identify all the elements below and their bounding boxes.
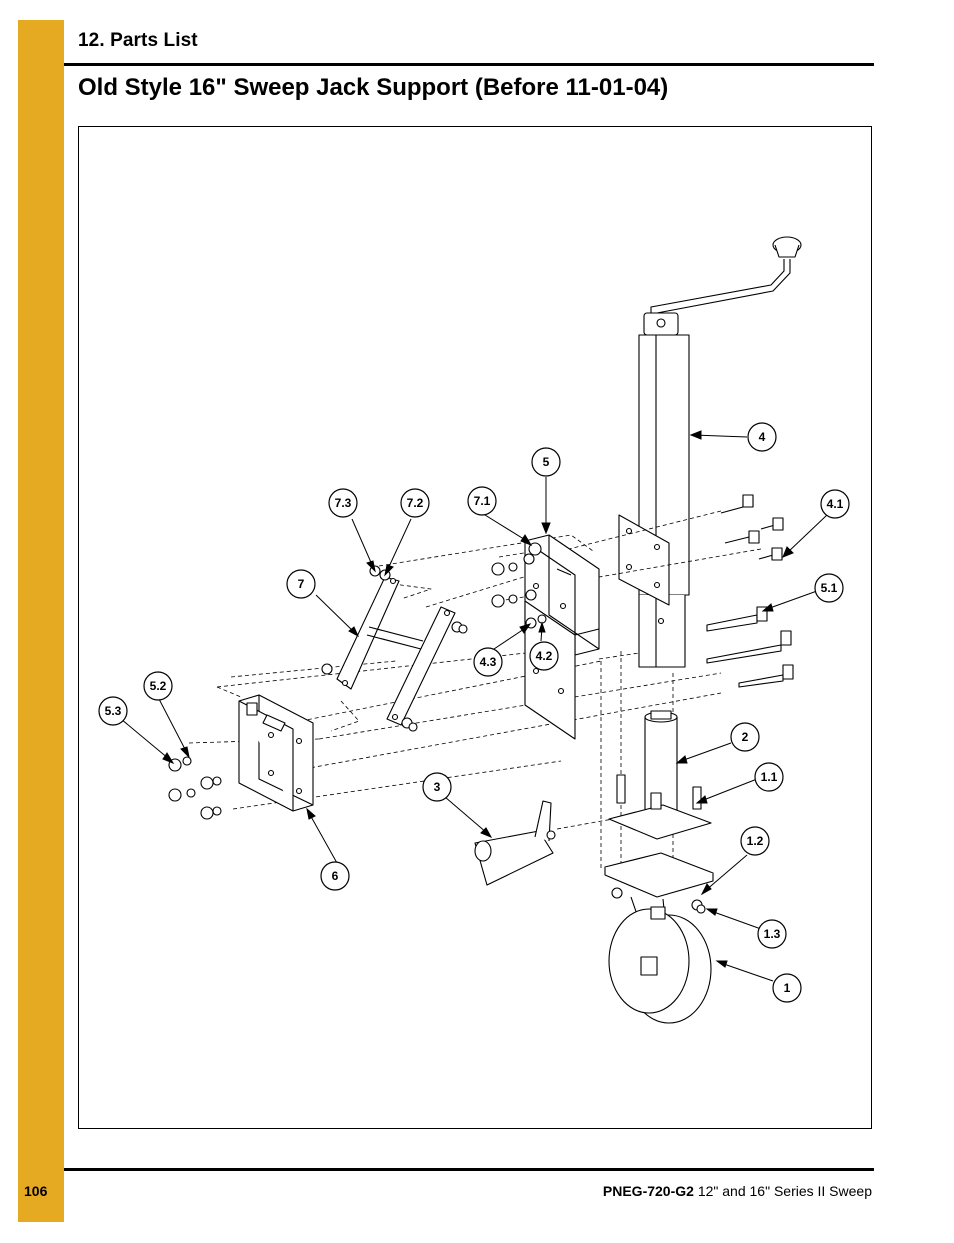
callout-circles xyxy=(98,422,850,1003)
callout-6 xyxy=(320,861,350,891)
pin-part-3 xyxy=(474,800,556,886)
callout-1-2 xyxy=(740,826,770,856)
callout-5-1 xyxy=(814,573,844,603)
jack-tube xyxy=(638,334,690,668)
callout-label-4-3: 4.3 xyxy=(480,655,497,669)
callout-label-5-1: 5.1 xyxy=(821,581,838,595)
socket-part-2 xyxy=(608,710,712,840)
arm-assembly-7 xyxy=(321,565,468,732)
callout-7-2 xyxy=(400,488,430,518)
page-number: 106 xyxy=(24,1183,48,1199)
callout-7 xyxy=(286,569,316,599)
nuts-5-2-5-3 xyxy=(168,756,222,820)
callout-7-3 xyxy=(328,488,358,518)
callout-label-7-1: 7.1 xyxy=(474,494,491,508)
section-title: 12. Parts List xyxy=(78,30,198,51)
exploded-parts-diagram: 4 5 7.1 7.3 7.2 4.1 5.1 7 4.3 4.2 5.2 5.… xyxy=(78,126,872,1129)
callout-1 xyxy=(772,973,802,1003)
leader-lines xyxy=(120,430,828,982)
callout-label-1-3: 1.3 xyxy=(764,927,781,941)
bolts-5-1 xyxy=(706,606,794,688)
callout-3 xyxy=(422,772,452,802)
callout-label-1: 1 xyxy=(784,981,791,995)
callout-label-6: 6 xyxy=(332,869,339,883)
callout-4 xyxy=(747,422,777,452)
callout-7-1 xyxy=(467,486,497,516)
bracket-part-5 xyxy=(524,534,600,740)
callout-1-3 xyxy=(757,919,787,949)
document-footer: PNEG-720-G2 12" and 16" Series II Sweep xyxy=(603,1183,872,1199)
callout-labels: 4 5 7.1 7.3 7.2 4.1 5.1 7 4.3 4.2 5.2 5.… xyxy=(105,430,844,995)
bolts-4-1 xyxy=(720,494,784,561)
document-code: PNEG-720-G2 xyxy=(602,1183,694,1199)
hardware-group-5 xyxy=(491,542,572,629)
callout-label-7-3: 7.3 xyxy=(335,496,352,510)
callout-5-3 xyxy=(98,696,128,726)
callout-2 xyxy=(730,722,760,752)
callout-label-5-2: 5.2 xyxy=(150,679,167,693)
callout-label-5-3: 5.3 xyxy=(105,704,122,718)
jack-mount-plate xyxy=(618,514,670,606)
callout-5 xyxy=(531,447,561,477)
jack-crank-handle xyxy=(643,236,802,336)
callout-4-1 xyxy=(820,489,850,519)
side-color-bar xyxy=(18,20,64,1222)
header-rule xyxy=(64,63,874,66)
callout-label-4-2: 4.2 xyxy=(536,649,553,663)
callout-1-1 xyxy=(754,762,784,792)
callout-label-2: 2 xyxy=(742,730,749,744)
bracket-part-6 xyxy=(238,694,314,812)
callout-4-2 xyxy=(529,641,559,671)
callout-label-1-1: 1.1 xyxy=(761,770,778,784)
callout-5-2 xyxy=(143,671,173,701)
footer-rule xyxy=(64,1168,874,1171)
callout-label-1-2: 1.2 xyxy=(747,834,764,848)
callout-label-3: 3 xyxy=(434,780,441,794)
callout-label-5: 5 xyxy=(543,455,550,469)
callout-label-4: 4 xyxy=(759,430,766,444)
callout-label-4-1: 4.1 xyxy=(827,497,844,511)
callout-label-7: 7 xyxy=(298,577,305,591)
callout-4-3 xyxy=(473,647,503,677)
page-title: Old Style 16" Sweep Jack Support (Before… xyxy=(78,74,669,101)
diagram-drawing: 4 5 7.1 7.3 7.2 4.1 5.1 7 4.3 4.2 5.2 5.… xyxy=(98,236,850,1024)
caster-part-1 xyxy=(604,852,714,1024)
callout-label-7-2: 7.2 xyxy=(407,496,424,510)
document-title: 12" and 16" Series II Sweep xyxy=(697,1183,872,1199)
